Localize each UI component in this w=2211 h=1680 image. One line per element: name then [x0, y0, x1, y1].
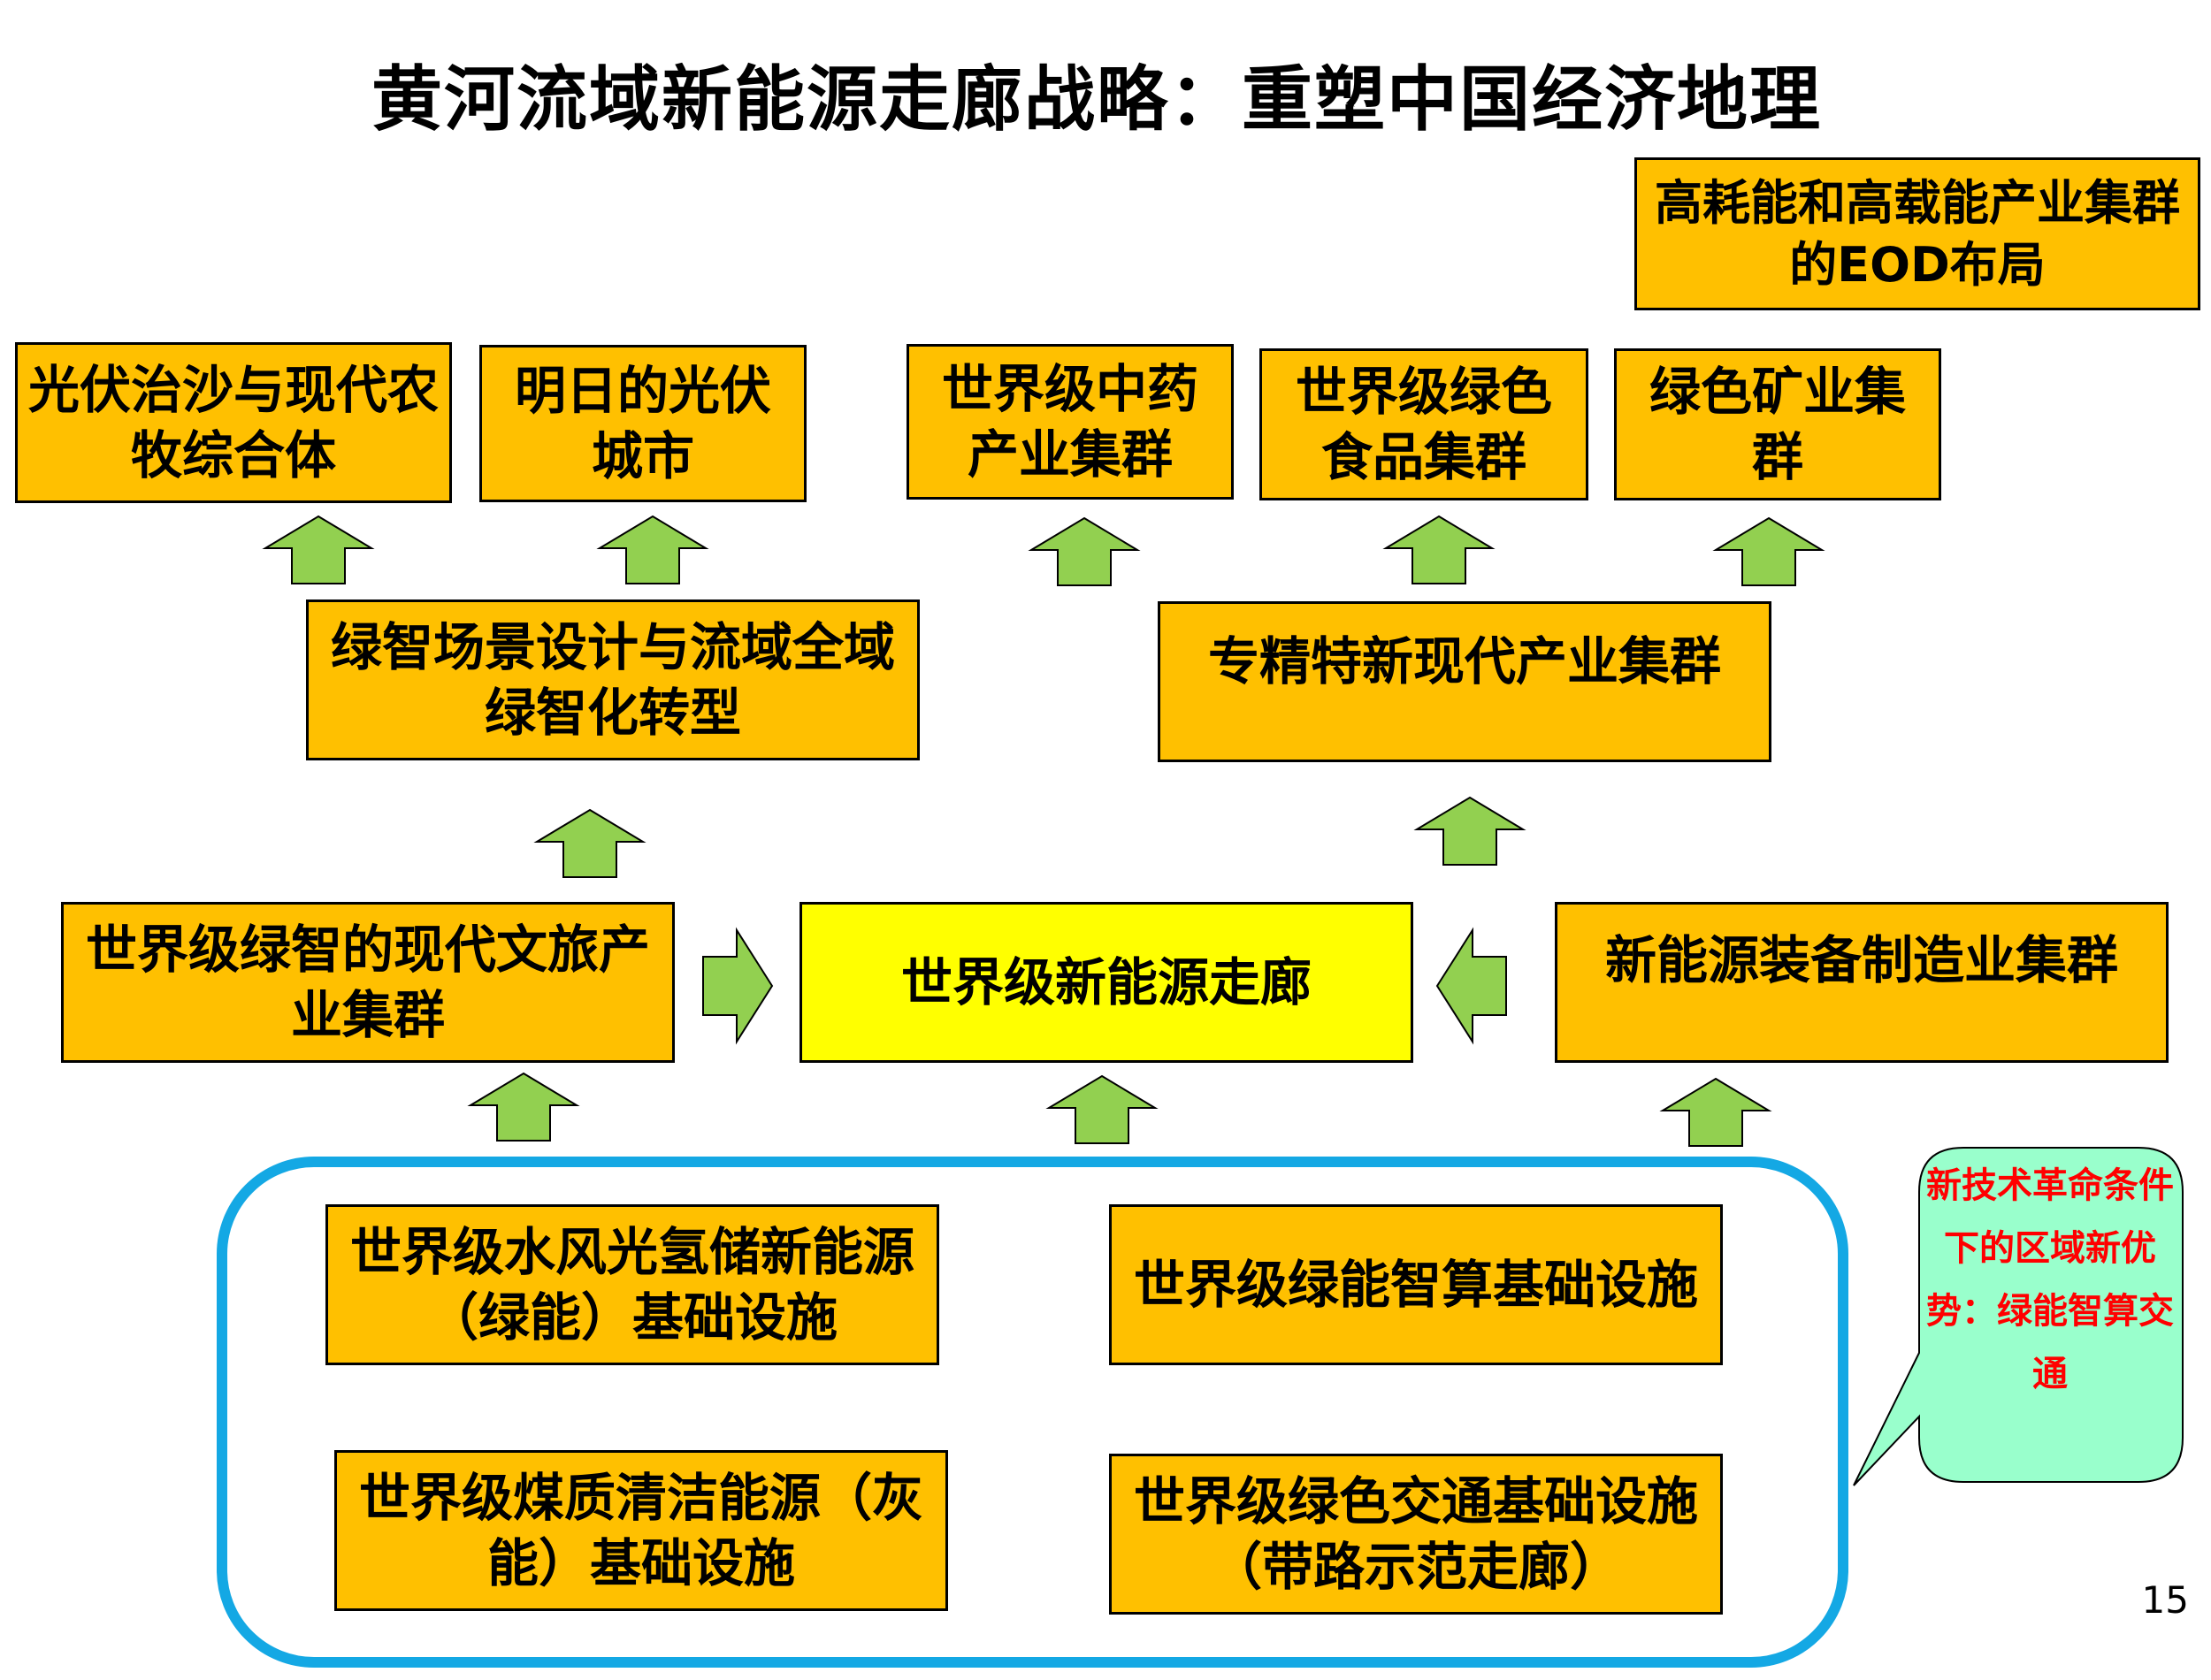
up-arrow-icon: [1413, 796, 1526, 866]
box-eod-layout: 高耗能和高载能产业集群的EOD布局: [1634, 157, 2200, 310]
box-clean-energy-infra: 世界级水风光氢储新能源（绿能）基础设施: [325, 1204, 939, 1365]
box-pv-desert-agri: 光伏治沙与现代农牧综合体: [15, 342, 452, 503]
box-coal-energy-infra: 世界级煤质清洁能源（灰能）基础设施: [334, 1450, 948, 1611]
callout-text: 新技术革命条件下的区域新优势：绿能智算交通: [1926, 1165, 2174, 1394]
box-green-smart-transform: 绿智场景设计与流域全域绿智化转型: [306, 599, 920, 760]
up-arrow-icon: [1382, 515, 1496, 584]
box-new-energy-corridor: 世界级新能源走廊: [799, 902, 1413, 1063]
box-pv-city: 明日的光伏城市: [479, 345, 807, 502]
up-arrow-icon: [533, 808, 646, 878]
up-arrow-icon: [262, 515, 375, 584]
left-arrow-icon: [1435, 927, 1507, 1045]
box-equipment-manufacturing: 新能源装备制造业集群: [1555, 902, 2169, 1063]
page-number: 15: [2141, 1578, 2189, 1622]
box-cultural-tourism: 世界级绿智的现代文旅产业集群: [61, 902, 675, 1063]
box-computing-infra: 世界级绿能智算基础设施: [1109, 1204, 1723, 1365]
infrastructure-frame: [217, 1157, 1848, 1668]
box-specialized-industry: 专精特新现代产业集群: [1158, 601, 1771, 762]
box-chinese-medicine: 世界级中药产业集群: [907, 344, 1234, 500]
page-title: 黄河流域新能源走廊战略：重塑中国经济地理: [371, 58, 1822, 141]
box-green-transport-infra: 世界级绿色交通基础设施（带路示范走廊）: [1109, 1454, 1723, 1615]
up-arrow-icon: [596, 515, 709, 584]
up-arrow-icon: [1712, 516, 1825, 586]
box-green-mining: 绿色矿业集群: [1614, 348, 1941, 500]
up-arrow-icon: [1045, 1074, 1159, 1144]
up-arrow-icon: [1028, 516, 1141, 586]
right-arrow-icon: [702, 927, 774, 1045]
box-green-food: 世界级绿色食品集群: [1259, 348, 1588, 500]
up-arrow-icon: [1659, 1077, 1772, 1147]
up-arrow-icon: [467, 1072, 580, 1142]
